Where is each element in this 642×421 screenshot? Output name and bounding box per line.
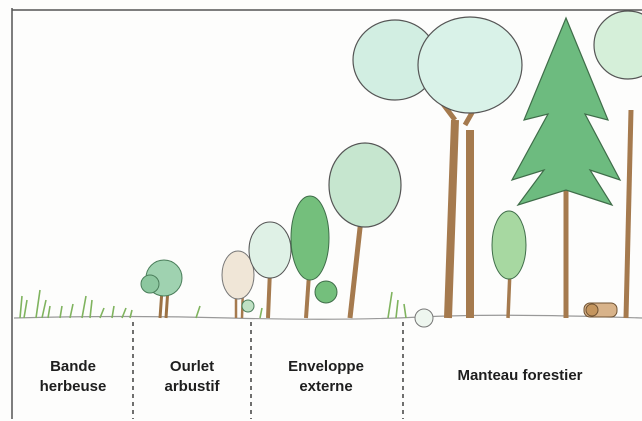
zone-label-ourlet-line2: arbustif: [164, 378, 220, 395]
tree-small-green: [491, 210, 527, 319]
fallen-log: [583, 302, 618, 318]
zone-label-bande-line2: herbeuse: [39, 378, 107, 395]
zone-label-ourlet-arbustif: Ourlet arbustif: [146, 357, 238, 397]
zone-label-manteau-line1: Manteau forestier: [457, 367, 583, 384]
zone-label-enveloppe-line1: Enveloppe: [288, 358, 364, 375]
grass-tufts: [19, 289, 407, 319]
zone-label-enveloppe-line2: externe: [299, 378, 353, 395]
tree-envelope-3: [328, 142, 402, 319]
tree-large-deciduous: [352, 16, 523, 328]
tree-envelope-1: [248, 221, 292, 319]
tree-conifer: [510, 16, 622, 318]
zone-label-bande-herbeuse: Bande herbeuse: [30, 357, 116, 397]
zone-label-ourlet-line1: Ourlet: [169, 358, 215, 375]
tree-right-edge: [593, 10, 642, 319]
zone-label-enveloppe-externe: Enveloppe externe: [261, 357, 391, 397]
ground-line: [13, 314, 642, 320]
zone-label-manteau-forestier: Manteau forestier: [420, 366, 620, 386]
zone-label-bande-line1: Bande: [50, 358, 96, 375]
shrub-small-1: [140, 259, 183, 319]
tree-envelope-2: [290, 195, 338, 319]
shrub-small-2: [221, 250, 255, 319]
